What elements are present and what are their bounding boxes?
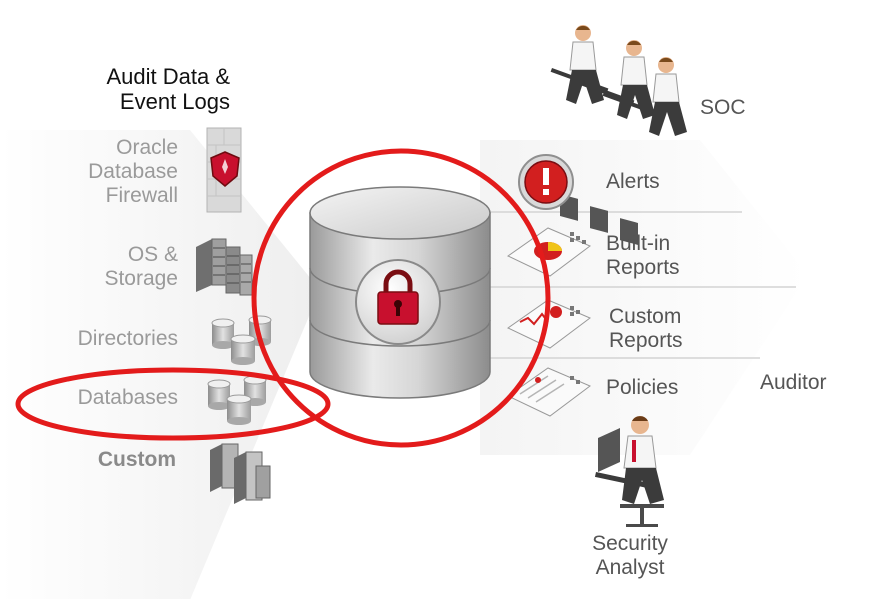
output-auditor-label: Auditor (760, 371, 827, 394)
source-os-storage-label: OS & Storage (104, 243, 178, 290)
source-header-line1: Audit Data & (106, 64, 230, 89)
analyst-at-desk-icon (594, 416, 664, 527)
operators-at-desks-icon (550, 25, 687, 245)
output-policies-label: Policies (606, 376, 679, 399)
output-security-analyst-label: Security Analyst (592, 532, 668, 579)
output-builtin-reports-label: Built-in Reports (606, 232, 680, 279)
output-custom-reports-label: Custom Reports (609, 305, 683, 352)
server-tower-icon (210, 443, 271, 504)
padlock-icon (355, 259, 441, 345)
databases-highlight-ring (15, 367, 331, 441)
source-header-line2: Event Logs (119, 89, 230, 114)
source-databases-label: Databases (77, 386, 178, 409)
source-header: Audit Data & Event Logs (60, 64, 230, 114)
database-cluster-icon (211, 315, 272, 365)
output-alerts-label: Alerts (606, 170, 660, 193)
source-directories-label: Directories (77, 327, 178, 350)
output-separators (480, 211, 796, 359)
policy-document-icon (507, 367, 591, 417)
source-custom-label: Custom (97, 448, 176, 471)
central-highlight-ring (251, 148, 551, 448)
firewall-shield-icon (206, 127, 242, 213)
source-firewall-label: Oracle Database Firewall (88, 136, 178, 207)
database-cluster-icon-2 (207, 375, 267, 425)
alert-exclamation-icon (518, 154, 574, 210)
output-soc-label: SOC (700, 96, 746, 119)
report-chart-icon-2 (507, 299, 591, 349)
server-rack-icon (196, 238, 253, 296)
